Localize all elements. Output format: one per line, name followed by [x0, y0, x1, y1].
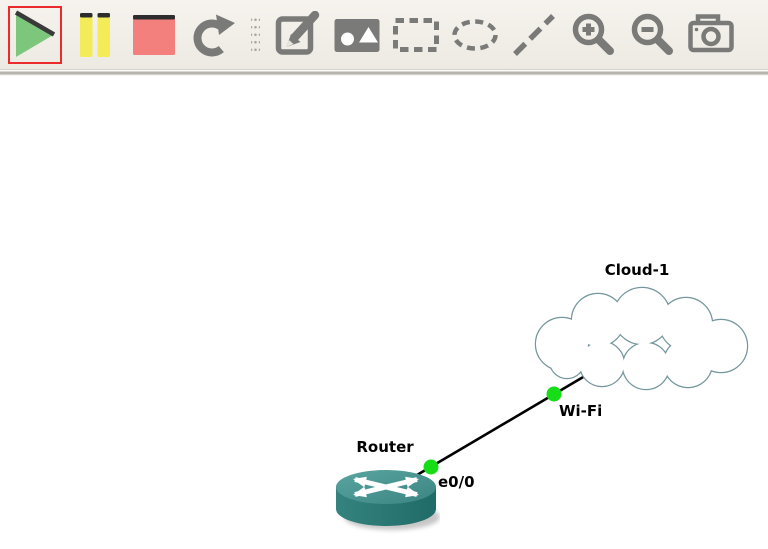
- toolbar-separator: [251, 15, 260, 54]
- port-label-e0-0[interactable]: e0/0: [438, 473, 475, 491]
- zoom-out-icon: [631, 13, 673, 55]
- stop-icon: [133, 14, 175, 55]
- link-layer: [416, 371, 591, 477]
- suspend-button[interactable]: [69, 7, 121, 63]
- control-toolbar: [0, 0, 768, 70]
- zoom-in-icon: [572, 13, 614, 55]
- camera-icon: [688, 13, 734, 52]
- port-status-dot-wifi: [546, 386, 562, 402]
- toolbar-divider: [0, 70, 768, 77]
- pause-icon: [80, 12, 110, 57]
- router-node[interactable]: [333, 463, 440, 535]
- port-label-wifi[interactable]: Wi-Fi: [559, 402, 603, 420]
- add-note-button[interactable]: [272, 7, 324, 63]
- draw-ellipse-button[interactable]: [449, 7, 501, 63]
- zoom-out-button[interactable]: [626, 7, 678, 63]
- insert-image-button[interactable]: [331, 7, 383, 63]
- draw-rectangle-button[interactable]: [390, 7, 442, 63]
- reload-button[interactable]: [187, 7, 239, 63]
- router-arrows: [353, 476, 419, 498]
- reload-icon: [193, 14, 235, 56]
- play-icon: [14, 10, 56, 57]
- topology-canvas[interactable]: Cloud-1 Wi-Fi Router e0/0: [0, 77, 768, 549]
- cloud-label[interactable]: Cloud-1: [604, 261, 670, 279]
- router-label[interactable]: Router: [356, 438, 414, 456]
- zoom-in-button[interactable]: [567, 7, 619, 63]
- image-icon: [334, 18, 380, 52]
- draw-line-button[interactable]: [508, 7, 560, 63]
- rectangle-icon: [393, 17, 439, 52]
- line-icon: [513, 13, 555, 56]
- cloud-node[interactable]: [520, 284, 754, 396]
- port-status-dot-e0-0: [423, 459, 439, 475]
- stop-button[interactable]: [128, 7, 180, 63]
- cloud-body: [536, 288, 747, 389]
- start-button[interactable]: [8, 5, 62, 64]
- note-edit-icon: [275, 10, 320, 55]
- ellipse-icon: [452, 18, 498, 51]
- link-router-cloud[interactable]: [416, 371, 591, 477]
- screenshot-button[interactable]: [685, 7, 737, 63]
